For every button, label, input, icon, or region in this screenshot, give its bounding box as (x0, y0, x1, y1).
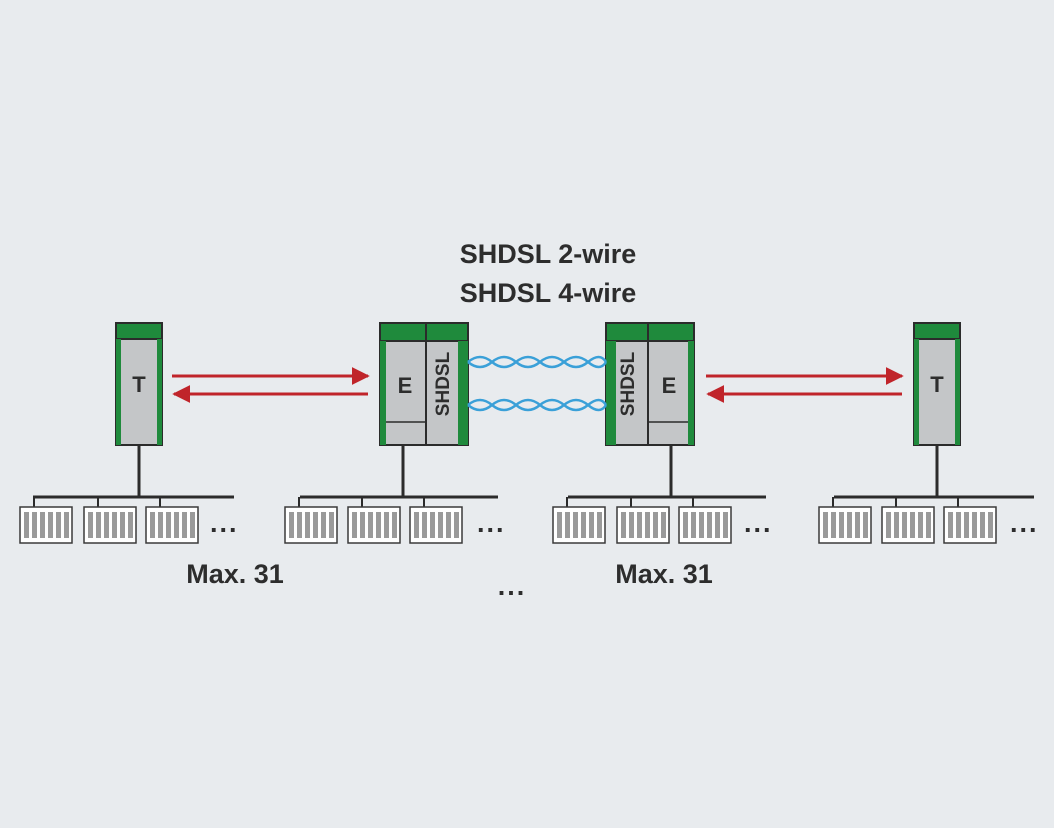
left-extender-label: E (398, 373, 413, 398)
bus-4-ellipsis: ... (1010, 508, 1039, 538)
left-terminal-device: T (115, 322, 163, 446)
bus-segment-2 (284, 495, 498, 544)
right-terminal-device: T (913, 322, 961, 446)
right-arrows (706, 367, 904, 403)
title-line-2: SHDSL 4-wire (460, 278, 637, 308)
bus-segment-3 (552, 495, 766, 544)
bus-1-ellipsis: ... (210, 508, 239, 538)
twisted-pair-bottom-b (467, 398, 608, 412)
left-arrows (172, 367, 370, 403)
io-module-icon (145, 506, 199, 544)
io-module-icon (616, 506, 670, 544)
right-shdsl-label: SHDSL (618, 351, 639, 416)
left-max-caption: Max. 31 (186, 559, 284, 589)
io-module-icon (284, 506, 338, 544)
middle-ellipsis: ... (498, 571, 527, 601)
twisted-pair-cables (467, 355, 608, 412)
io-module-icon (83, 506, 137, 544)
io-module-icon (678, 506, 732, 544)
twisted-pair-top-b (467, 355, 608, 369)
io-module-icon (552, 506, 606, 544)
left-extender-device: E SHDSL (379, 322, 469, 446)
io-module-icon (881, 506, 935, 544)
io-module-icon (943, 506, 997, 544)
io-module-icon (409, 506, 463, 544)
right-max-caption: Max. 31 (615, 559, 713, 589)
io-module-icon (818, 506, 872, 544)
right-terminal-label: T (930, 372, 944, 397)
left-shdsl-label: SHDSL (433, 351, 454, 416)
bus-3-ellipsis: ... (744, 508, 773, 538)
title-line-1: SHDSL 2-wire (460, 239, 637, 269)
io-module-icon (19, 506, 73, 544)
left-terminal-label: T (132, 372, 146, 397)
io-module-icon (347, 506, 401, 544)
bus-segment-4 (818, 495, 1034, 544)
right-extender-label: E (662, 373, 677, 398)
bus-segment-1 (19, 495, 234, 544)
bus-2-ellipsis: ... (477, 508, 506, 538)
right-extender-device: SHDSL E (605, 322, 695, 446)
